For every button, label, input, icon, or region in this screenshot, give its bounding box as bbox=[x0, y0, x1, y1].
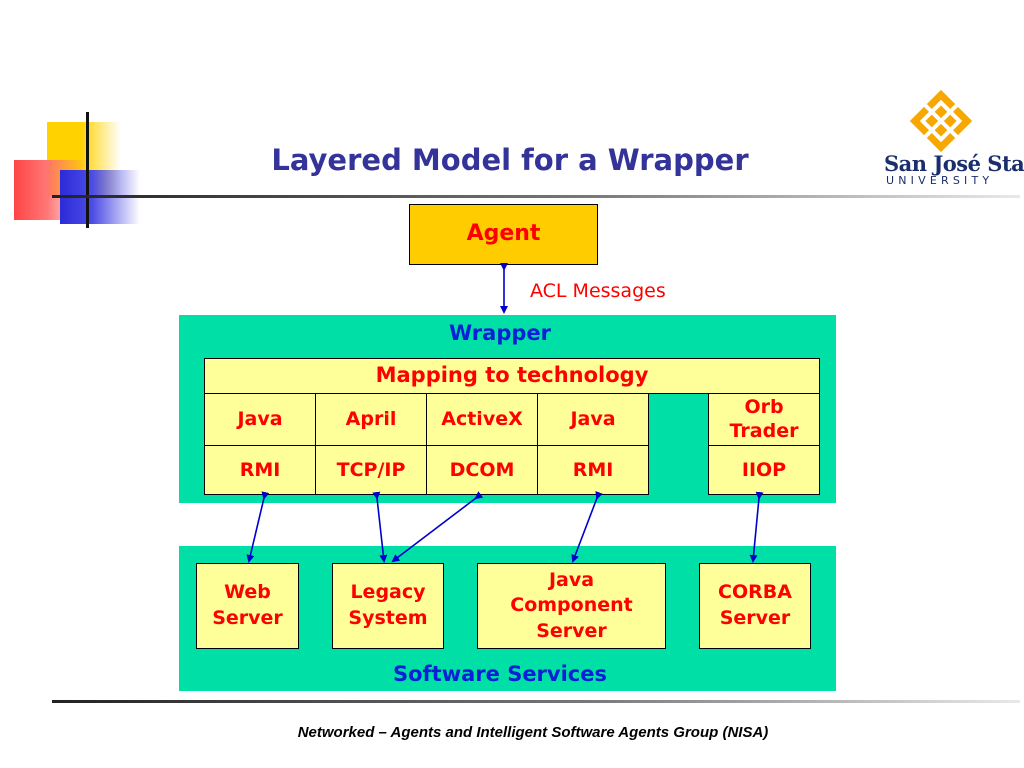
tech-bottom-tcpip: TCP/IP bbox=[315, 445, 427, 495]
agent-box: Agent bbox=[409, 204, 598, 265]
tech-top-java-2: Java bbox=[537, 393, 649, 446]
tech-label: RMI bbox=[239, 458, 281, 481]
tech-bottom-iiop: IIOP bbox=[708, 445, 820, 495]
tech-label: IIOP bbox=[741, 458, 787, 481]
footer-text: Networked – Agents and Intelligent Softw… bbox=[297, 724, 769, 741]
tech-label: April bbox=[345, 408, 397, 431]
service-java-component-server: Java Component Server bbox=[477, 563, 666, 649]
footer-divider bbox=[52, 700, 1020, 703]
logo-university: UNIVERSITY bbox=[886, 174, 994, 187]
service-label: Server bbox=[719, 607, 791, 629]
tech-label: Orb bbox=[744, 395, 784, 418]
service-label: CORBA bbox=[718, 581, 792, 604]
service-label: Server bbox=[536, 619, 607, 642]
service-label: Component bbox=[510, 594, 633, 617]
agent-label: Agent bbox=[466, 221, 541, 247]
tech-label: Java bbox=[570, 408, 616, 431]
service-web-server: Web Server bbox=[196, 563, 299, 649]
service-label: Legacy bbox=[350, 581, 426, 604]
arrow-tcpip-legacy bbox=[372, 491, 388, 563]
tech-label: ActiveX bbox=[441, 408, 523, 431]
arrow-rmi-java bbox=[571, 490, 603, 563]
service-label: System bbox=[348, 607, 428, 629]
service-legacy-system: Legacy System bbox=[332, 563, 444, 649]
arrow-rmi-web bbox=[246, 491, 270, 563]
service-label: Java bbox=[548, 568, 595, 591]
services-label: Software Services bbox=[392, 662, 607, 686]
tech-label: Trader bbox=[729, 419, 799, 442]
acl-messages-label: ACL Messages bbox=[530, 280, 666, 302]
arrow-iiop-corba bbox=[749, 491, 764, 563]
decor-vertical-line bbox=[86, 112, 89, 228]
mapping-bar: Mapping to technology bbox=[204, 358, 820, 394]
tech-bottom-rmi-2: RMI bbox=[537, 445, 649, 495]
slide-title: Layered Model for a Wrapper bbox=[271, 143, 749, 177]
service-label: Web bbox=[224, 581, 271, 604]
sjsu-logo-icon bbox=[909, 89, 973, 153]
tech-bottom-dcom: DCOM bbox=[426, 445, 538, 495]
logo-name: San José State bbox=[884, 151, 1024, 176]
tech-label: Java bbox=[237, 408, 283, 431]
mapping-label: Mapping to technology bbox=[375, 363, 649, 388]
tech-top-april: April bbox=[315, 393, 427, 446]
tech-label: DCOM bbox=[449, 458, 515, 481]
decor-horizontal-line bbox=[52, 195, 1020, 198]
wrapper-label: Wrapper bbox=[449, 321, 551, 345]
arrow-dcom-legacy bbox=[391, 491, 484, 563]
tech-label: RMI bbox=[572, 458, 614, 481]
service-label: Server bbox=[212, 607, 283, 629]
tech-label: TCP/IP bbox=[336, 458, 406, 481]
service-corba-server: CORBA Server bbox=[699, 563, 811, 649]
tech-top-activex: ActiveX bbox=[426, 393, 538, 446]
tech-top-orb-trader: Orb Trader bbox=[708, 393, 820, 446]
